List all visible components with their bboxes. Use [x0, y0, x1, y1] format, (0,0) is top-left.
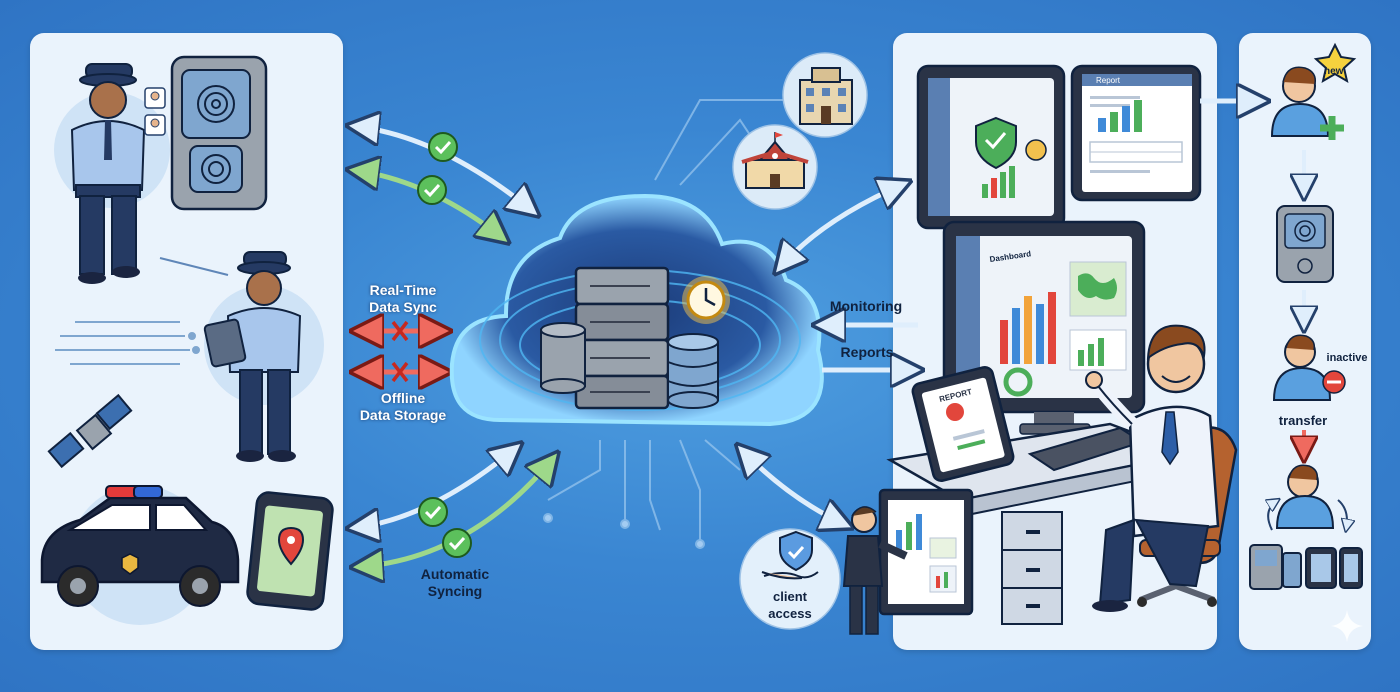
offline-line1: Offline: [380, 390, 426, 406]
officer-biometric-group: [54, 55, 268, 284]
school-building-icon: [732, 124, 818, 210]
police-officer-icon: [70, 63, 146, 284]
officer-tablet-group: [55, 251, 324, 462]
face-id-icon: [144, 87, 166, 136]
realtime-sync-label: Real-Time Data Sync: [348, 282, 458, 316]
client-line1: client: [773, 589, 807, 604]
new-user-icon: [1270, 42, 1357, 140]
server-rack-icon: [574, 266, 670, 410]
gps-smartphone-icon: [246, 491, 334, 611]
report-tablet-desk-icon: [911, 366, 1015, 482]
analyst-person-icon: [1085, 324, 1220, 612]
monitoring-label: Monitoring: [829, 298, 903, 314]
fingerprint-device-icon: [1276, 205, 1334, 283]
sync-arrow-top-2: [352, 170, 505, 240]
office-building-icon: [782, 52, 868, 138]
vehicle-gps-group: [40, 393, 334, 625]
satellite-icon: [47, 393, 133, 469]
offline-blocked-arrow: [356, 363, 446, 381]
clock-icon: [682, 276, 730, 324]
automatic-line2: Syncing: [427, 583, 483, 599]
client-access-label: client access: [748, 588, 832, 622]
client-line2: access: [768, 606, 812, 621]
client-person-icon: [842, 488, 974, 635]
report-screen-title: Report: [1096, 76, 1121, 85]
realtime-blocked-arrow: [356, 322, 446, 340]
realtime-line1: Real-Time: [369, 282, 437, 298]
sparkle-icon: [1331, 610, 1363, 642]
police-officer-icon: [203, 251, 302, 462]
dashboard-monitor-icon: [942, 220, 1146, 435]
transfer-user-icon: [1268, 464, 1347, 530]
realtime-line2: Data Sync: [369, 299, 437, 315]
client-access-arrow: [740, 448, 848, 526]
devices-row-icon: [1249, 544, 1363, 590]
fingerprint-scanner-icon: [170, 55, 268, 211]
offline-storage-label: Offline Data Storage: [342, 390, 464, 424]
database-icon: [540, 322, 719, 409]
report-tablet-top-icon: [1070, 64, 1202, 202]
automatic-line1: Automatic: [420, 566, 490, 582]
police-car-icon: [40, 485, 240, 607]
client-access-icon: [739, 528, 841, 630]
offline-line2: Data Storage: [359, 407, 447, 423]
circuit-lines-icon: [55, 321, 200, 365]
security-monitor-icon: [916, 64, 1066, 253]
new-badge: new: [1324, 66, 1344, 77]
inactive-label: inactive: [1326, 352, 1368, 364]
reports-label: Reports: [840, 344, 894, 360]
cloud-server-hub: [449, 193, 824, 427]
monitor-sync-arrow: [778, 183, 906, 270]
inactive-user-icon: [1272, 334, 1346, 401]
sync-arrow-bottom-2: [356, 456, 555, 567]
automatic-syncing-label: Automatic Syncing: [400, 566, 510, 600]
transfer-label: transfer: [1278, 413, 1328, 428]
